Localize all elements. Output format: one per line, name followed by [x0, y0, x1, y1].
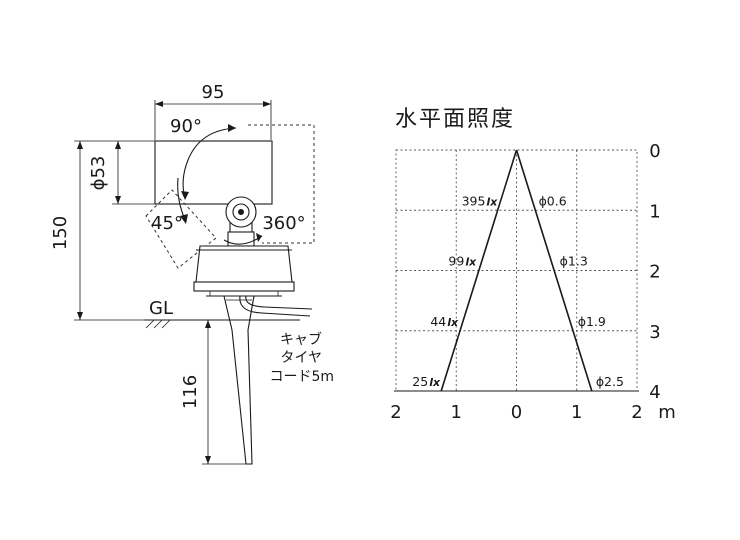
fixture-drawing: 95 90° 45° ϕ53 — [50, 82, 334, 465]
depth-tick-label: 2 — [649, 262, 660, 283]
depth-tick-label: 4 — [649, 382, 660, 403]
chart-title: 水平面照度 — [395, 107, 515, 132]
base-cap — [195, 245, 293, 283]
lux-value: 25 — [412, 374, 428, 389]
lux-value: 395 — [462, 193, 486, 208]
base-ring — [193, 281, 295, 292]
diameter-value: ϕ1.9 — [578, 314, 606, 329]
diameter-value: ϕ2.5 — [596, 374, 624, 389]
rotate-arrow: 360° — [223, 213, 306, 245]
stake-dimension: 116 — [180, 319, 246, 465]
depth-tick-label: 0 — [649, 141, 660, 162]
width-tick-label: 2 — [390, 402, 401, 423]
tilt-up-arrow: 90° — [170, 116, 237, 200]
depth-tick-label: 3 — [649, 322, 660, 343]
beam-cone — [440, 149, 593, 392]
cord-text-line3: コード5m — [269, 369, 334, 385]
depth-tick-label: 1 — [649, 201, 660, 222]
diameter-value: ϕ0.6 — [539, 193, 567, 208]
diameter-label: ϕ53 — [88, 156, 109, 191]
swivel-joint — [225, 196, 257, 247]
diameter-dimension: ϕ53 — [88, 140, 155, 205]
angle-90-label: 90° — [170, 116, 202, 137]
width-dimension: 95 — [154, 82, 272, 140]
beam-edge-right — [515, 149, 593, 392]
angle-360-label: 360° — [262, 213, 305, 234]
height-dim-label: 150 — [50, 216, 71, 250]
ground-line: GL — [144, 298, 300, 329]
lux-symbol: lx — [486, 195, 498, 208]
width-tick-label: 2 — [631, 402, 642, 423]
chart-grid — [394, 149, 639, 392]
beam-edge-left — [440, 149, 518, 392]
rotated-outline — [248, 124, 315, 244]
ground-label: GL — [149, 298, 173, 319]
stake-dim-label: 116 — [180, 375, 201, 409]
lux-value: 99 — [448, 254, 464, 269]
lux-symbol: lx — [465, 256, 477, 269]
unit-label: m — [658, 402, 676, 423]
housing-front — [154, 140, 273, 205]
lux-value: 44 — [430, 314, 446, 329]
width-tick-label: 0 — [511, 402, 522, 423]
width-dim-label: 95 — [202, 82, 225, 103]
cord-line — [239, 295, 311, 317]
ground-stake — [223, 295, 255, 465]
cord-text-line2: タイヤ — [280, 350, 322, 366]
angle-45-label: 45° — [151, 213, 183, 234]
tilt-down-arrow: 45° — [151, 177, 188, 234]
width-tick-label: 1 — [451, 402, 462, 423]
height-dimension: 150 — [50, 140, 150, 321]
lux-symbol: lx — [429, 376, 441, 389]
diameter-value: ϕ1.3 — [560, 254, 588, 269]
cord-text-line1: キャブ — [280, 331, 322, 348]
lux-symbol: lx — [447, 316, 459, 329]
tilted-outline — [145, 189, 217, 269]
width-tick-label: 1 — [571, 402, 582, 423]
